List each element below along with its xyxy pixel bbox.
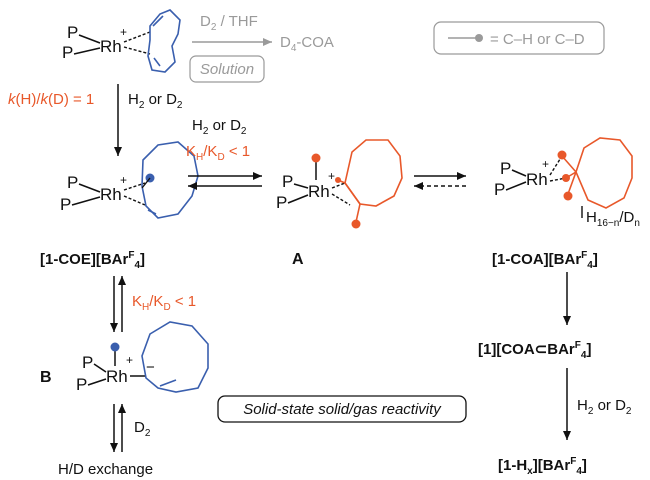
intermediate-a: P P Rh +	[276, 139, 403, 229]
charge-plus: +	[126, 353, 133, 367]
atom-p: P	[76, 375, 87, 394]
coa-ligand-a	[337, 139, 403, 223]
h-dot-agostic	[335, 177, 341, 183]
solution-label: Solution	[200, 61, 254, 78]
solid-state-label: Solid-state solid/gas reactivity	[243, 401, 442, 418]
solution-arrow-group: D2 / THF D4-COA Solution	[189, 13, 334, 83]
coe-ligand	[141, 141, 199, 219]
charge-plus: +	[328, 169, 335, 183]
product-d4-coa: D4-COA	[280, 34, 334, 54]
h-dot-bottom	[351, 219, 361, 229]
equilibrium-coe-b: KH/KD < 1	[110, 276, 196, 332]
label-a: A	[292, 251, 304, 268]
atom-rh: Rh	[526, 170, 548, 189]
label-coa-subset: [1][COA⊂BArF4]	[478, 340, 591, 361]
atom-p: P	[62, 43, 73, 62]
equilibrium-b-hd: D2	[110, 404, 151, 452]
charge-plus: +	[120, 25, 127, 39]
atom-rh: Rh	[100, 37, 122, 56]
kie-equal-1: k(H)/k(D) = 1	[8, 91, 94, 108]
label-1-hx: [1-Hx][BArF4]	[498, 456, 587, 477]
d2-label: D2	[134, 419, 151, 439]
h-dot	[557, 150, 567, 160]
h2-or-d2-label: H2 or D2	[192, 117, 247, 137]
charge-minus: −	[146, 359, 155, 376]
atom-p: P	[494, 180, 505, 199]
h2-or-d2-label: H2 or D2	[128, 91, 183, 111]
atom-p: P	[82, 353, 93, 372]
legend: = C–H or C–D	[433, 21, 605, 55]
atom-rh: Rh	[100, 185, 122, 204]
atom-p: P	[60, 195, 71, 214]
atom-p: P	[67, 173, 78, 192]
h-dot-top	[311, 153, 321, 163]
kie-less-1-b: KH/KD < 1	[132, 293, 196, 313]
h16-dn-label: H16−n/Dn	[586, 209, 640, 229]
h2-or-d2-label: H2 or D2	[577, 397, 632, 417]
coa-ligand	[561, 137, 633, 209]
complex-1-coe: P P Rh +	[60, 141, 199, 219]
atom-p: P	[282, 172, 293, 191]
solid-state-box: Solid-state solid/gas reactivity	[217, 395, 467, 423]
legend-dot	[475, 34, 483, 42]
label-1-coa: [1-COA][BArF4]	[492, 250, 598, 271]
label-1-coe: [1-COE][BArF4]	[40, 250, 145, 271]
complex-1-coa: P P Rh + H16−n/Dn	[494, 137, 640, 229]
charge-plus: +	[120, 173, 127, 187]
h-dot	[563, 191, 573, 201]
charge-plus: +	[542, 157, 549, 171]
reagent-d2: D2 / THF	[200, 13, 258, 33]
atom-p: P	[276, 193, 287, 212]
kie-less-1: KH/KD < 1	[186, 143, 250, 163]
label-b: B	[40, 369, 52, 386]
hd-exchange-label: H/D exchange	[58, 461, 153, 478]
hydride-dot	[110, 342, 120, 352]
solution-box	[189, 55, 265, 83]
atom-rh: Rh	[308, 182, 330, 201]
h-dot	[562, 174, 570, 182]
atom-p: P	[67, 23, 78, 42]
atom-rh: Rh	[106, 367, 128, 386]
complex-top-left: P P Rh +	[62, 9, 181, 73]
legend-box	[433, 21, 605, 55]
equilibrium-coe-a: H2 or D2 KH/KD < 1	[186, 117, 262, 190]
legend-text: = C–H or C–D	[490, 31, 585, 48]
atom-p: P	[500, 159, 511, 178]
equilibrium-a-coa	[414, 172, 466, 190]
cod-ligand	[147, 9, 181, 73]
intermediate-b: B P P Rh + −	[40, 321, 209, 394]
allyl-ligand	[141, 321, 209, 393]
